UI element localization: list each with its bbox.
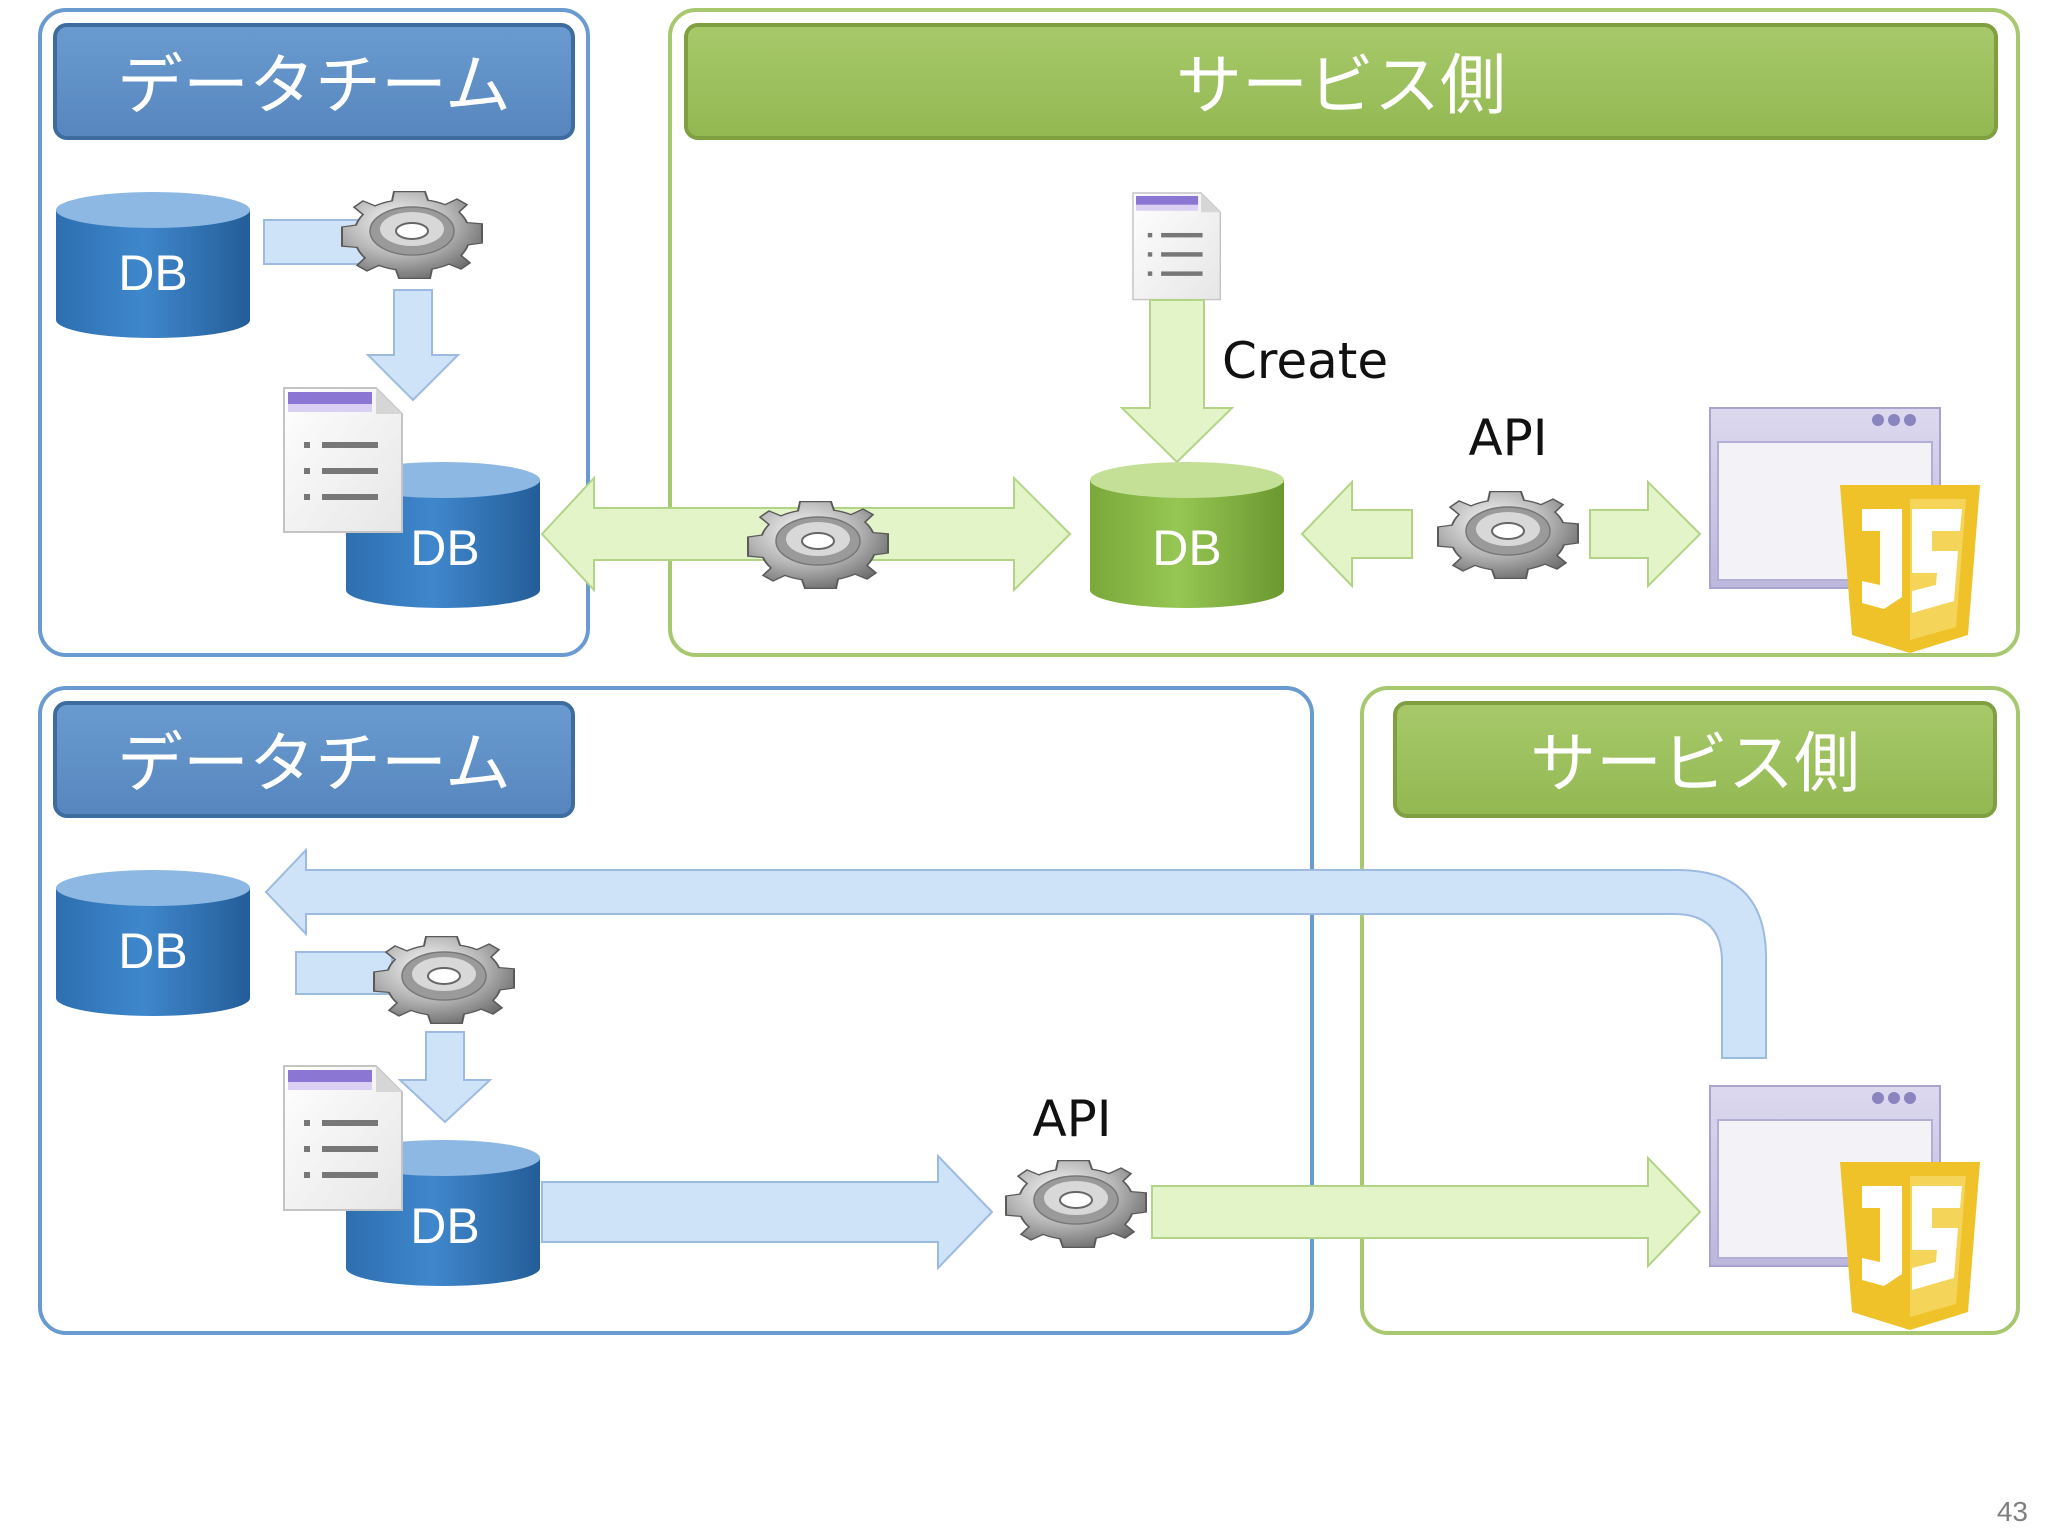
data-team-header-bottom xyxy=(53,701,575,818)
data-team-header-top xyxy=(53,23,575,140)
service-title-top: サービス側 xyxy=(1176,47,1506,124)
gear-icon xyxy=(341,190,483,280)
gear-icon xyxy=(373,935,515,1025)
javascript-icon xyxy=(1840,485,1980,653)
down-arrow xyxy=(397,1031,493,1124)
processed-db-label-top: DB xyxy=(410,520,479,576)
javascript-icon xyxy=(1840,1162,1980,1330)
data-team-title-bottom: データチーム xyxy=(117,725,511,802)
processed-db-label-bottom: DB xyxy=(410,1198,479,1254)
gear-icon xyxy=(747,500,889,590)
service-title-bottom: サービス側 xyxy=(1530,725,1860,802)
service-panel-top xyxy=(668,8,2020,657)
publish-arrow xyxy=(541,1153,994,1271)
data-team-title-top: データチーム xyxy=(117,47,511,124)
document-icon xyxy=(283,1065,403,1211)
left-arrow xyxy=(1300,479,1413,589)
document-icon xyxy=(283,387,403,533)
source-db-label-top: DB xyxy=(118,245,187,301)
create-label: Create xyxy=(1222,332,1388,390)
serve-arrow xyxy=(1151,1155,1702,1269)
create-arrow xyxy=(1119,299,1235,464)
api-label-bottom: API xyxy=(1032,1090,1111,1148)
database-icon xyxy=(56,870,250,1016)
source-db-label-bottom: DB xyxy=(118,923,187,979)
service-header-bottom xyxy=(1393,701,1997,818)
page-number: 43 xyxy=(1996,1496,2028,1527)
database-icon xyxy=(1090,462,1284,608)
right-arrow xyxy=(1589,479,1702,589)
down-arrow xyxy=(365,289,461,402)
feedback-arrow xyxy=(264,847,1767,1059)
gear-icon xyxy=(1005,1159,1147,1249)
document-icon xyxy=(1132,192,1222,301)
gear-icon xyxy=(1437,490,1579,580)
service-header-top xyxy=(684,23,1998,140)
api-label-top: API xyxy=(1468,409,1547,467)
service-db-label: DB xyxy=(1152,520,1221,576)
database-icon xyxy=(56,192,250,338)
